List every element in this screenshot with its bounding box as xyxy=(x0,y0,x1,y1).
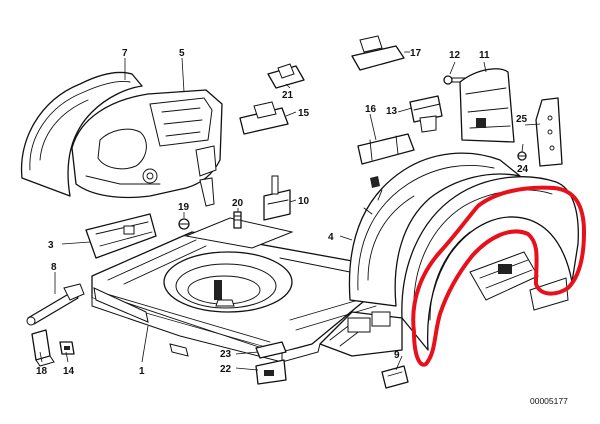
callout-12: 12 xyxy=(449,50,461,61)
part-3-left-side-member xyxy=(85,213,157,259)
part-10-bracket xyxy=(263,175,291,221)
callout-labels: 7 5 3 8 18 14 1 19 20 10 15 21 17 16 13 … xyxy=(36,48,529,377)
callout-1: 1 xyxy=(139,366,145,377)
callout-24: 24 xyxy=(517,164,529,175)
callout-10: 10 xyxy=(298,196,310,207)
callout-19: 19 xyxy=(178,202,190,213)
diagram-reference-number: 00005177 xyxy=(530,396,568,406)
callout-17: 17 xyxy=(410,48,422,59)
callout-8: 8 xyxy=(51,262,57,273)
callout-7: 7 xyxy=(122,48,128,59)
callout-15: 15 xyxy=(298,108,310,119)
part-14-clip xyxy=(59,341,75,355)
part-9-right-wheel-arch xyxy=(319,176,579,357)
callout-21: 21 xyxy=(282,90,294,101)
part-25-plate xyxy=(535,97,563,167)
part-23-fastener xyxy=(255,341,287,359)
part-9-lower-bracket xyxy=(381,365,409,389)
callout-13: 13 xyxy=(386,106,398,117)
part-17-bracket xyxy=(351,35,405,71)
part-11-rear-corner-panel xyxy=(459,68,515,143)
part-19-plug xyxy=(178,218,190,230)
part-21-clamp xyxy=(267,63,305,89)
callout-3: 3 xyxy=(48,240,54,251)
highlight-outline xyxy=(411,185,586,367)
part-4-right-wheel-housing xyxy=(348,152,521,307)
callout-5: 5 xyxy=(179,48,185,59)
part-15-mounting-plate xyxy=(239,101,289,135)
callout-20: 20 xyxy=(232,198,244,209)
part-13-hinge xyxy=(409,95,443,133)
callout-23: 23 xyxy=(220,349,232,360)
part-20-stud xyxy=(233,211,242,229)
part-5-left-inner-panel xyxy=(71,89,223,207)
callout-16: 16 xyxy=(365,104,377,115)
callout-22: 22 xyxy=(220,364,232,375)
callout-14: 14 xyxy=(63,366,75,377)
part-7-left-wheel-arch xyxy=(20,71,143,197)
part-24-screw xyxy=(517,151,527,161)
part-1-floor-pan xyxy=(91,217,393,363)
part-16-bracket xyxy=(357,133,415,165)
leader-lines xyxy=(39,51,541,371)
part-8-rod xyxy=(26,283,85,326)
callout-4: 4 xyxy=(328,232,334,243)
callout-25: 25 xyxy=(516,114,528,125)
callout-11: 11 xyxy=(479,50,490,61)
part-22-fastener xyxy=(255,359,287,385)
part-18-bracket xyxy=(31,329,55,367)
callout-9: 9 xyxy=(394,350,400,361)
callout-18: 18 xyxy=(36,366,48,377)
